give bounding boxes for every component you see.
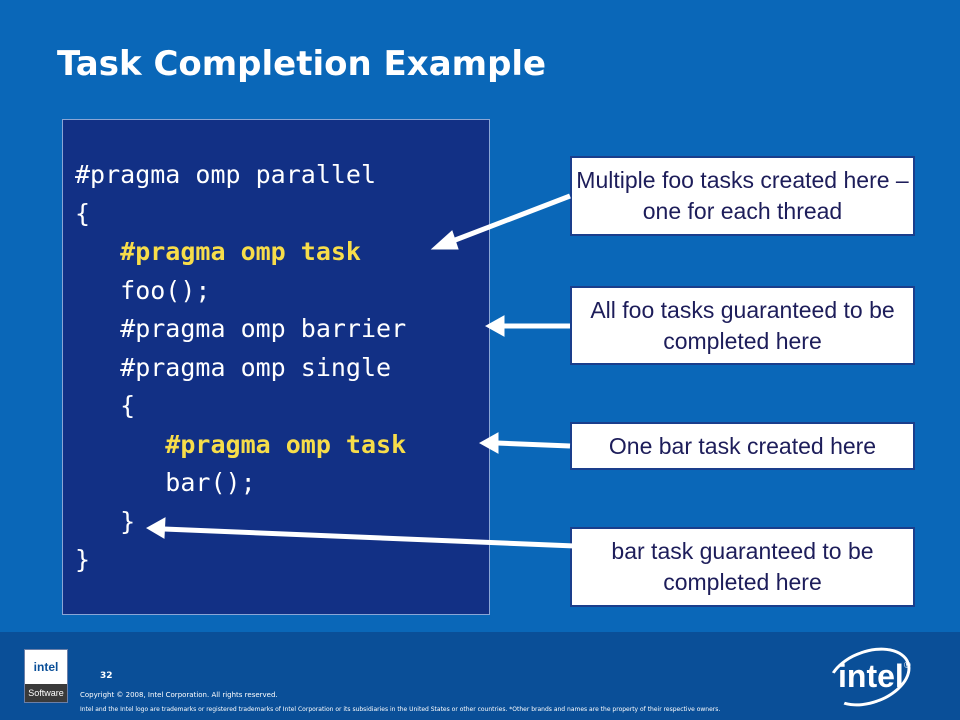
code-line-single-open-brace: { xyxy=(75,391,136,420)
code-panel: #pragma omp parallel { #pragma omp task … xyxy=(62,119,490,615)
callout-foo-tasks-completed: All foo tasks guaranteed to be completed… xyxy=(570,286,915,365)
intel-logo-icon: intel ® xyxy=(819,636,919,718)
page-number: 32 xyxy=(100,671,113,681)
arrow-bar-completed-head xyxy=(145,517,166,539)
arrow-foo-created xyxy=(449,193,571,245)
code-line-bar-task-pragma: #pragma omp task xyxy=(75,430,407,459)
callout-foo-tasks-completed-text: All foo tasks guaranteed to be completed… xyxy=(590,296,895,354)
arrow-bar-completed xyxy=(163,526,576,549)
callout-foo-tasks-created-text: Multiple foo tasks created here – one fo… xyxy=(576,167,909,224)
footer-bar xyxy=(0,632,960,720)
callout-bar-task-created-text: One bar task created here xyxy=(608,432,877,459)
intel-logo-text: intel xyxy=(838,658,904,694)
code-line-bar-call: bar(); xyxy=(75,468,256,497)
code-line-parallel: #pragma omp parallel xyxy=(75,160,377,189)
intel-logo-registered-mark: ® xyxy=(904,660,911,670)
intel-software-logo-icon: intel xyxy=(25,650,67,684)
arrow-foo-created-head xyxy=(430,230,459,250)
slide-title: Task Completion Example xyxy=(57,44,547,84)
code-line-open-brace: { xyxy=(75,199,91,228)
trademark-notice: Intel and the Intel logo are trademarks … xyxy=(80,706,721,713)
software-label: Software xyxy=(25,684,67,702)
code-line-foo-call: foo(); xyxy=(75,276,211,305)
code-line-foo-task-pragma: #pragma omp task xyxy=(75,237,361,266)
code-line-single: #pragma omp single xyxy=(75,353,392,382)
callout-bar-task-completed: bar task guaranteed to be completed here xyxy=(570,527,915,607)
copyright-notice: Copyright © 2008, Intel Corporation. All… xyxy=(80,691,278,699)
code-line-close-brace: } xyxy=(75,545,91,574)
code-line-barrier: #pragma omp barrier xyxy=(75,314,407,343)
arrow-foo-completed-head xyxy=(484,315,505,337)
callout-bar-task-created: One bar task created here xyxy=(570,422,915,470)
arrow-bar-created xyxy=(496,440,571,449)
code-line-single-close-brace: } xyxy=(75,507,136,536)
intel-software-badge: intel Software xyxy=(24,649,68,703)
callout-foo-tasks-created: Multiple foo tasks created here – one fo… xyxy=(570,156,915,236)
arrow-bar-created-head xyxy=(478,432,499,454)
callout-bar-task-completed-text: bar task guaranteed to be completed here xyxy=(611,538,874,595)
intel-software-logo-text: intel xyxy=(33,660,59,674)
